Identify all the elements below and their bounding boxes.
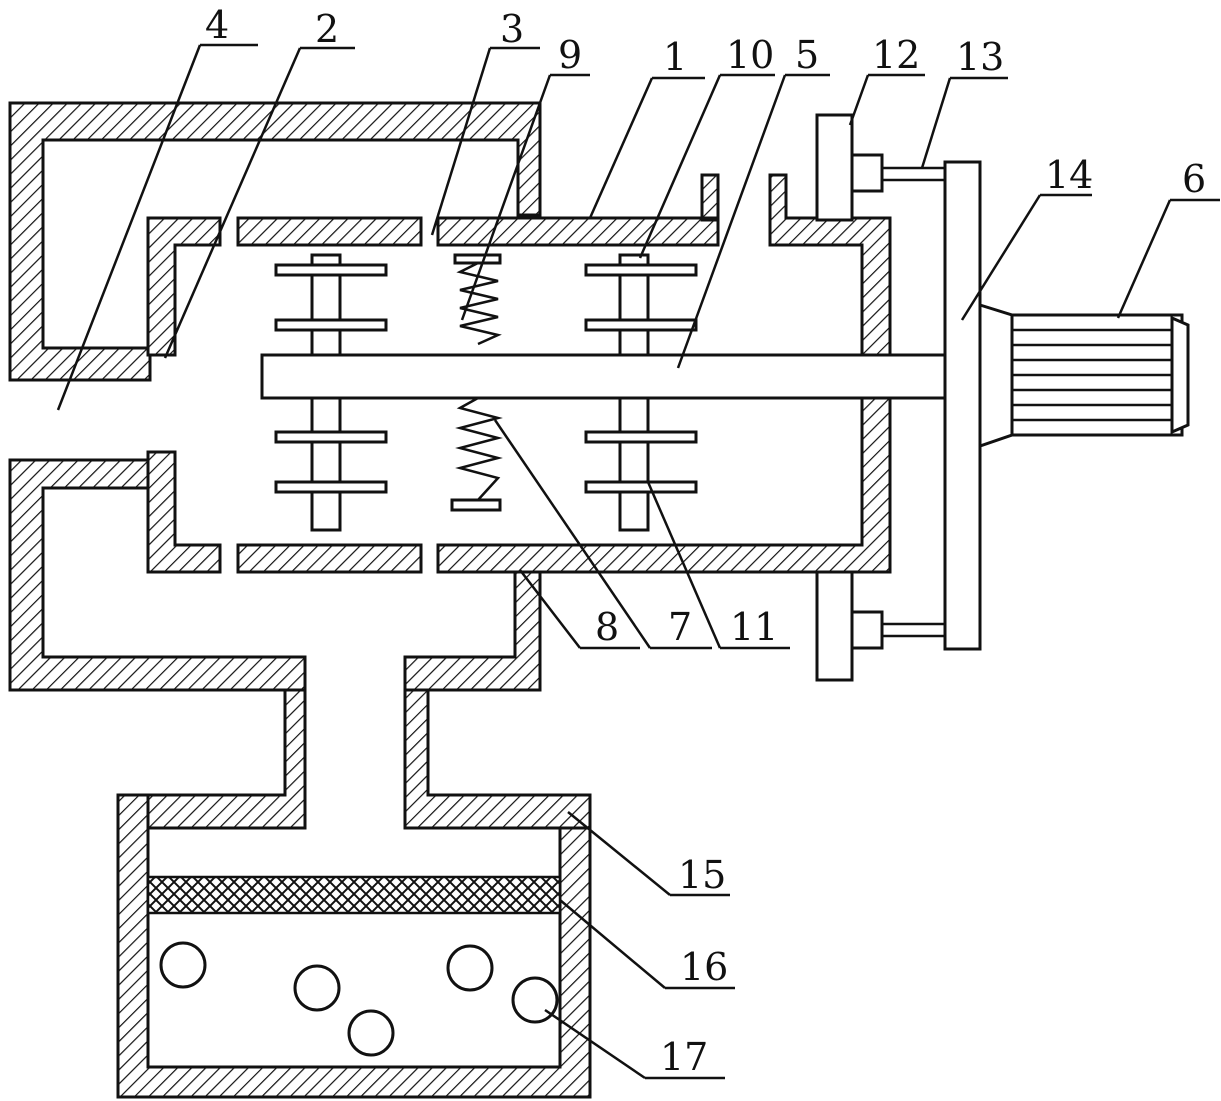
label-5: 5 [795, 33, 819, 77]
label-4: 4 [205, 3, 229, 47]
label-14: 14 [1045, 153, 1093, 197]
label-8: 8 [595, 605, 619, 649]
connecting-pipe [116, 688, 592, 830]
label-16: 16 [680, 945, 728, 989]
lower-pipe [8, 458, 542, 692]
ball-group [159, 941, 559, 1057]
upper-return-pipe [8, 101, 542, 382]
label-17: 17 [660, 1035, 708, 1079]
filter-layer [146, 875, 562, 915]
main-housing [146, 173, 892, 574]
label-10: 10 [726, 33, 774, 77]
leader-lines [56, 43, 1220, 1080]
label-2: 2 [315, 7, 339, 51]
mounting-bracket [815, 113, 854, 682]
spring-assembly [450, 253, 503, 512]
label-7: 7 [668, 605, 692, 649]
label-11: 11 [730, 605, 778, 649]
label-12: 12 [872, 33, 920, 77]
label-1: 1 [663, 35, 687, 79]
label-6: 6 [1182, 157, 1206, 201]
label-13: 13 [956, 35, 1004, 79]
label-9: 9 [558, 33, 582, 77]
cylinder-rods [850, 153, 945, 650]
label-15: 15 [678, 853, 726, 897]
main-shaft [260, 353, 949, 400]
label-3: 3 [500, 7, 524, 51]
moving-plate [943, 160, 982, 651]
motor [978, 302, 1190, 449]
part-labels: 4 2 3 9 1 10 5 12 13 14 6 8 7 11 15 16 1… [205, 3, 1206, 1079]
